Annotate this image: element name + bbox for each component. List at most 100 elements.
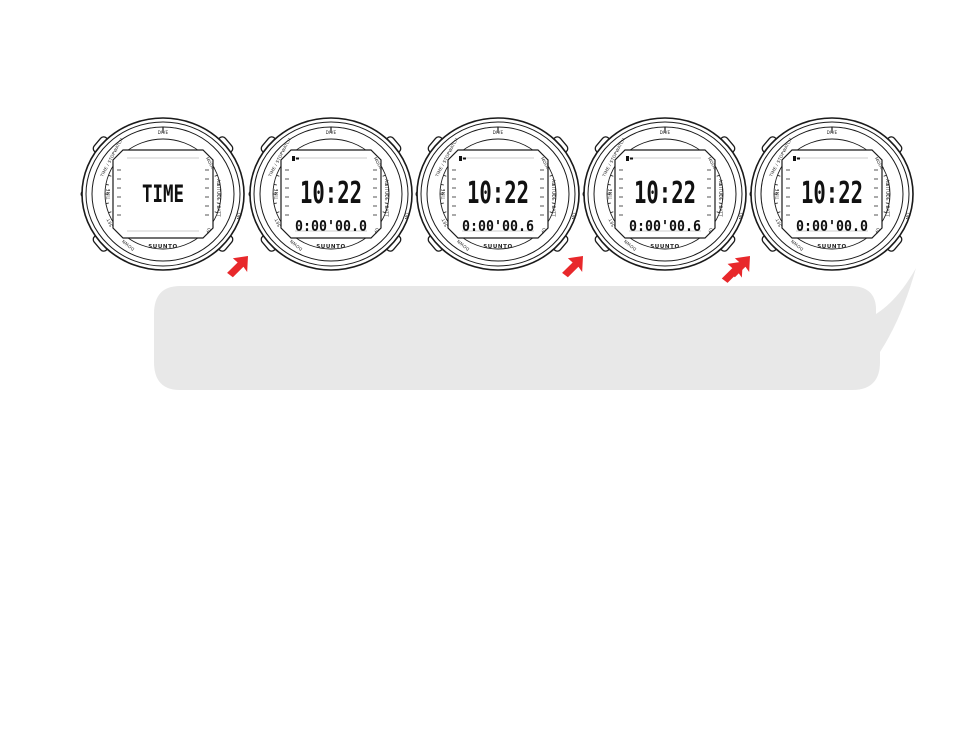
bezel-tick — [440, 202, 444, 204]
bezel-label-altitude-batt: ALTITUDE / BATT — [216, 179, 221, 217]
bezel-tick — [108, 211, 112, 214]
bezel-tick — [273, 202, 277, 204]
bezel-label-mode: MODE — [373, 156, 384, 170]
bezel-label-on: ON — [738, 213, 743, 220]
bezel-label-mode: MODE — [205, 156, 216, 170]
press-arrow-head — [562, 256, 583, 278]
press-arrow — [562, 256, 583, 278]
bezel-tick — [273, 184, 277, 186]
bezel-tick — [719, 184, 723, 186]
bezel-tick — [549, 211, 553, 214]
bezel-tick — [385, 184, 389, 186]
bezel-label-time: TIME — [441, 188, 446, 200]
bezel-label-on: ON — [404, 213, 409, 220]
bezel-tick — [382, 211, 386, 214]
bezel-tick — [385, 202, 389, 204]
bezel-tick — [552, 202, 556, 204]
bezel-tick — [108, 174, 112, 177]
bezel-label-up: UP — [205, 227, 212, 235]
bezel-label-time: TIME — [775, 188, 780, 200]
lcd-stopwatch-value: 0:00'00.6 — [462, 217, 534, 235]
bezel-tick — [774, 202, 778, 204]
bezel-label-altitude-batt: ALTITUDE / BATT — [384, 179, 389, 217]
bezel-tick — [214, 174, 218, 177]
bezel-tick — [607, 184, 611, 186]
brand-logo: SUUNTO — [148, 244, 178, 250]
bezel-tick — [774, 184, 778, 186]
press-arrow-head — [721, 261, 743, 283]
bezel-tick — [549, 174, 553, 177]
press-arrow — [227, 256, 248, 278]
lcd-indicator-icon — [292, 156, 295, 161]
bezel-label-dive: DIVE — [326, 130, 337, 135]
bezel-tick — [719, 202, 723, 204]
bezel-label-set: SET — [774, 218, 782, 228]
bezel-label-dive: DIVE — [158, 130, 169, 135]
lcd-main-value: 10:22 — [634, 176, 696, 211]
speech-bubble — [154, 268, 916, 390]
lcd-indicator-icon — [797, 157, 800, 160]
bezel-tick — [276, 211, 280, 214]
lcd-indicator-icon — [626, 156, 629, 161]
double-press-arrow — [721, 256, 750, 283]
bezel-tick — [552, 184, 556, 186]
bezel-tick — [886, 202, 890, 204]
bezel-label-up: UP — [874, 227, 881, 235]
lcd-screen — [447, 149, 549, 239]
bezel-tick — [382, 174, 386, 177]
lcd-indicator-icon — [630, 157, 633, 160]
watch-case-ring — [253, 121, 409, 267]
bezel-label-dive: DIVE — [493, 130, 504, 135]
bezel-label-dive: DIVE — [660, 130, 671, 135]
bezel-tick — [610, 174, 614, 177]
bezel-tick — [217, 184, 221, 186]
brand-logo: SUUNTO — [483, 244, 513, 250]
lcd-indicator-icon — [296, 157, 299, 160]
bezel-label-time: TIME — [274, 188, 279, 200]
bezel-tick — [105, 202, 109, 204]
bezel-label-up: UP — [540, 227, 547, 235]
bezel-tick — [214, 211, 218, 214]
bezel-tick — [716, 174, 720, 177]
bezel-tick — [883, 174, 887, 177]
watch-case-ring — [754, 121, 910, 267]
press-arrow-head — [227, 256, 248, 278]
bezel-label-mode: MODE — [540, 156, 551, 170]
bezel-tick — [777, 174, 781, 177]
bezel-label-altitude-batt: ALTITUDE / BATT — [718, 179, 723, 217]
lcd-screen — [280, 149, 382, 239]
bezel-label-altitude-batt: ALTITUDE / BATT — [551, 179, 556, 217]
lcd-main-value: 10:22 — [300, 176, 362, 211]
bezel-label-on: ON — [571, 213, 576, 220]
bezel-label-dive: DIVE — [827, 130, 838, 135]
bezel-tick — [217, 202, 221, 204]
lcd-screen — [781, 149, 883, 239]
bezel-tick — [105, 184, 109, 186]
lcd-main-value: 10:22 — [801, 176, 863, 211]
lcd-stopwatch-value: 0:00'00.0 — [796, 217, 868, 235]
lcd-main-value: TIME — [142, 180, 184, 208]
bezel-label-on: ON — [236, 213, 241, 220]
bezel-label-set: SET — [273, 218, 281, 228]
lcd-screen — [112, 149, 214, 239]
brand-logo: SUUNTO — [650, 244, 680, 250]
lcd-screen — [614, 149, 716, 239]
bezel-label-set: SET — [440, 218, 448, 228]
bezel-tick — [610, 211, 614, 214]
bezel-tick — [276, 174, 280, 177]
bezel-label-up: UP — [707, 227, 714, 235]
bezel-tick — [607, 202, 611, 204]
lcd-stopwatch-value: 0:00'00.6 — [629, 217, 701, 235]
bezel-label-mode: MODE — [874, 156, 885, 170]
brand-logo: SUUNTO — [316, 244, 346, 250]
lcd-indicator-icon — [463, 157, 466, 160]
watch-case-ring — [85, 121, 241, 267]
watch-case-ring — [587, 121, 743, 267]
lcd-indicator-icon — [793, 156, 796, 161]
